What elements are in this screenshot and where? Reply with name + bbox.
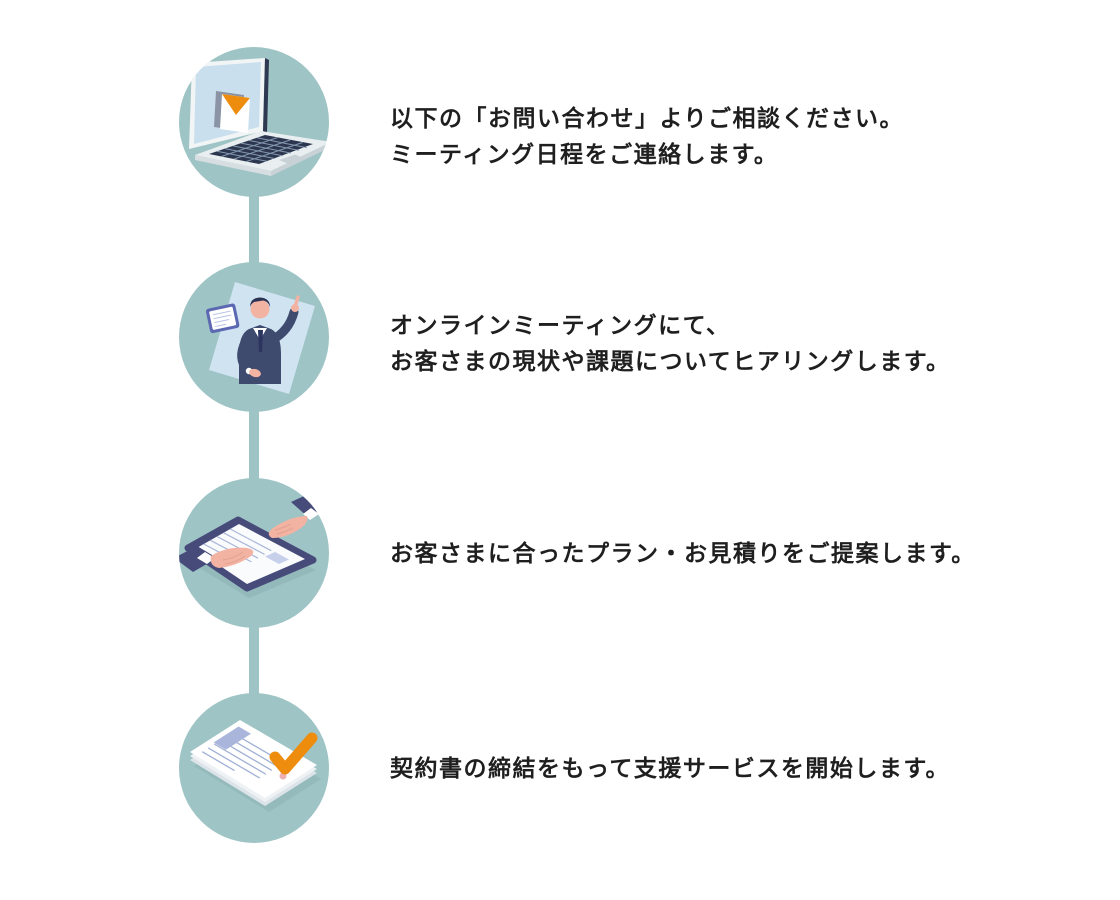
laptop-email-icon bbox=[189, 58, 329, 176]
envelope-icon bbox=[220, 94, 250, 133]
step-2-text-line-1: オンラインミーティングにて、 bbox=[390, 312, 731, 338]
step-3: お客さまに合ったプラン・お見積りをご提案します。 bbox=[0, 478, 1120, 628]
step-4-description: 契約書の締結をもって支援サービスを開始します。 bbox=[390, 693, 950, 859]
step-3-circle bbox=[179, 478, 329, 628]
step-3-description: お客さまに合ったプラン・お見積りをご提案します。 bbox=[390, 478, 976, 640]
step-2-circle bbox=[179, 262, 329, 412]
proposal-handshake-icon bbox=[179, 490, 329, 598]
step-2-text-line-2: お客さまの現状や課題についてヒアリングします。 bbox=[390, 348, 951, 374]
step-2: オンラインミーティングにて、 お客さまの現状や課題についてヒアリングします。 bbox=[0, 262, 1120, 412]
step-4-circle bbox=[179, 693, 329, 843]
step-4: 契約書の締結をもって支援サービスを開始します。 bbox=[0, 693, 1120, 843]
step-connector-line bbox=[249, 122, 259, 768]
step-4-text-line-1: 契約書の締結をもって支援サービスを開始します。 bbox=[390, 755, 951, 781]
step-1-text-line-2: ミーティング日程をご連絡します。 bbox=[390, 141, 779, 167]
step-2-description: オンラインミーティングにて、 お客さまの現状や課題についてヒアリングします。 bbox=[390, 262, 951, 418]
step-1-description: 以下の「お問い合わせ」よりご相談ください。 ミーティング日程をご連絡します。 bbox=[390, 47, 904, 211]
contract-check-icon bbox=[190, 720, 321, 812]
step-1-text-line-1: 以下の「お問い合わせ」よりご相談ください。 bbox=[390, 105, 905, 131]
step-3-text-line-1: お客さまに合ったプラン・お見積りをご提案します。 bbox=[390, 540, 976, 566]
step-1-circle bbox=[179, 47, 329, 197]
online-meeting-icon bbox=[205, 282, 315, 394]
whiteboard-icon bbox=[205, 303, 240, 334]
check-icon bbox=[269, 732, 318, 775]
step-1: 以下の「お問い合わせ」よりご相談ください。 ミーティング日程をご連絡します。 bbox=[0, 47, 1120, 197]
